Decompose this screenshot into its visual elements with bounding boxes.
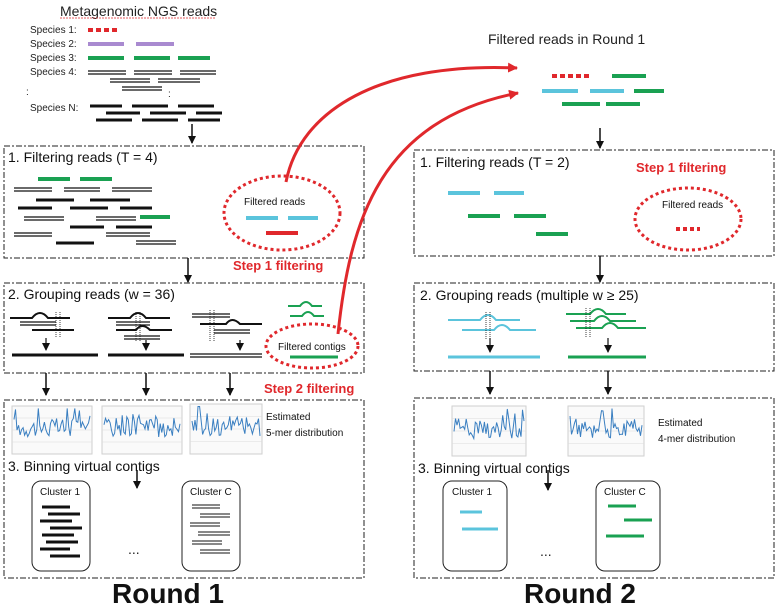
r1-filtered-reads-label: Filtered reads: [244, 197, 305, 208]
arrow-step1-to-round2: [284, 62, 518, 183]
r1-step2-filtering: Step 2 filtering: [264, 381, 354, 396]
species-4-label: Species 4:: [30, 67, 77, 78]
species-2-label: Species 2:: [30, 39, 77, 50]
r2-step1-title: 1. Filtering reads (T = 2): [420, 154, 570, 170]
r1-estimated-label: Estimated: [266, 412, 310, 423]
r1-cluster-dots: ...: [128, 541, 140, 557]
r2-filtered-reads-ellipse: [633, 186, 743, 252]
title: Metagenomic NGS reads: [60, 3, 217, 19]
r1-green-contig: [288, 301, 324, 317]
r2-estimated-label: Estimated: [658, 418, 702, 429]
round-2-label: Round 2: [524, 578, 636, 605]
r2-step2-title: 2. Grouping reads (multiple w ≥ 25): [420, 287, 639, 303]
r1-grouped-contigs: [10, 310, 262, 358]
round-1-label: Round 1: [112, 578, 224, 605]
r2-kmer-plot-2: [567, 405, 645, 457]
r1-kmer-plot-3: [189, 403, 263, 455]
r2-kmer-plot-1: [451, 405, 527, 457]
r2-kmer-plots: [451, 405, 645, 457]
r2-cluster-1: [442, 480, 508, 572]
r2-filter-box: [413, 149, 775, 257]
r1-cluster-1-label: Cluster 1: [40, 487, 80, 498]
r1-cluster-1-reads: [40, 505, 82, 558]
r2-step1-filtering: Step 1 filtering: [636, 160, 726, 175]
species-ellipsis-2: :: [168, 89, 171, 100]
r1-filter-box: [3, 145, 365, 259]
r1-step1-filtering: Step 1 filtering: [233, 258, 323, 273]
r1-filtered-reads-ellipse: [222, 174, 342, 252]
species-n-label: Species N:: [30, 103, 78, 114]
r1-group-box: [3, 282, 365, 374]
r2-cluster-c: [595, 480, 661, 572]
r2-bin-box: [413, 397, 775, 579]
r1-kmer-plot-2: [101, 405, 183, 455]
species-3-label: Species 3:: [30, 53, 77, 64]
filtered-reads-round1-title: Filtered reads in Round 1: [488, 31, 645, 47]
r1-kmer-plot-1: [11, 405, 93, 455]
r1-bin-box: [3, 399, 365, 579]
r1-step1-title: 1. Filtering reads (T = 4): [8, 149, 158, 165]
r2-grouped-contigs: [448, 308, 646, 359]
r1-kmer-plots: [11, 403, 263, 455]
r1-distribution-label: 5-mer distribution: [266, 428, 343, 439]
species-ellipsis: :: [26, 87, 29, 98]
r2-filter-reads: [448, 191, 568, 236]
r1-step2-title: 2. Grouping reads (w = 36): [8, 286, 175, 302]
r2-cluster-c-label: Cluster C: [604, 487, 646, 498]
species-reads: [88, 28, 222, 122]
r1-cluster-c-reads: [190, 504, 230, 554]
r2-cluster-dots: ...: [540, 543, 552, 559]
arrow-step2-to-round2: [336, 89, 519, 335]
r1-filter-reads: [14, 177, 176, 245]
r1-cluster-c-label: Cluster C: [190, 487, 232, 498]
species-1-label: Species 1:: [30, 25, 77, 36]
r1-step3-title: 3. Binning virtual contigs: [8, 458, 160, 474]
r2-group-box: [413, 282, 775, 372]
r2-distribution-label: 4-mer distribution: [658, 434, 735, 445]
r2-cluster-1-label: Cluster 1: [452, 487, 492, 498]
r2-input-reads: [542, 74, 664, 106]
r2-filtered-reads-label: Filtered reads: [662, 200, 723, 211]
r2-step3-title: 3. Binning virtual contigs: [418, 460, 570, 476]
r1-filtered-contigs-label: Filtered contigs: [278, 342, 346, 353]
